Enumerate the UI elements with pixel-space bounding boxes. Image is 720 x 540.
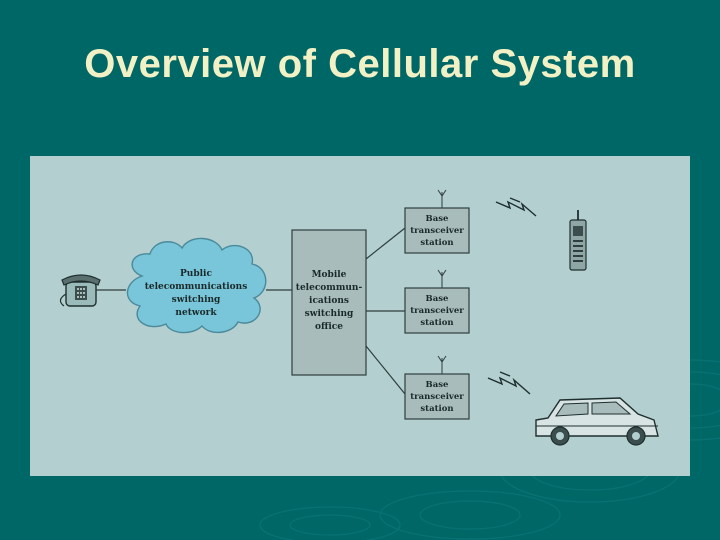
antenna-icon: [437, 355, 447, 374]
pstn-label-line: Public: [180, 269, 212, 279]
lightning-icon: [495, 197, 537, 217]
slide-title: Overview of Cellular System: [84, 42, 636, 86]
mso-label-line: switching: [305, 309, 354, 319]
link-mso-bts1: [365, 227, 406, 260]
cloud-icon: [126, 237, 267, 334]
bts-label-line: transceiver: [410, 226, 464, 236]
bts-label-line: station: [420, 404, 453, 414]
bts-label-line: Base: [426, 294, 449, 304]
antenna-icon: [437, 189, 447, 208]
mso-box: [291, 229, 367, 376]
pstn-label-line: switching: [172, 295, 221, 305]
lightning-icon: [487, 371, 531, 395]
cellular-system-diagram: Public telecommunications switching netw…: [59, 189, 659, 446]
bts-label-line: station: [420, 318, 453, 328]
mso-label: Mobile telecommun- ications switching of…: [296, 270, 363, 332]
pstn-label-line: telecommunications: [145, 282, 248, 292]
mso-label-line: telecommun-: [296, 283, 363, 293]
mso-label-line: ications: [309, 296, 349, 306]
bts-2: Base transceiver station: [404, 269, 470, 334]
diagram-panel: Public telecommunications switching netw…: [30, 156, 690, 476]
bts-3: Base transceiver station: [404, 355, 470, 420]
car-icon: [535, 397, 659, 446]
bts-label-line: transceiver: [410, 306, 464, 316]
telephone-icon: [59, 274, 101, 307]
mso-label-line: Mobile: [312, 270, 347, 280]
pstn-label: Public telecommunications switching netw…: [145, 269, 248, 318]
mso-label-line: office: [315, 322, 343, 332]
link-mso-bts3: [365, 345, 406, 395]
bts-label-line: station: [420, 238, 453, 248]
bts-1: Base transceiver station: [404, 189, 470, 254]
pstn-label-line: network: [175, 308, 217, 318]
antenna-icon: [437, 269, 447, 288]
bts-label-line: Base: [426, 380, 449, 390]
mobile-phone-icon: [569, 210, 587, 271]
bts-label-line: transceiver: [410, 392, 464, 402]
bts-label-line: Base: [426, 214, 449, 224]
